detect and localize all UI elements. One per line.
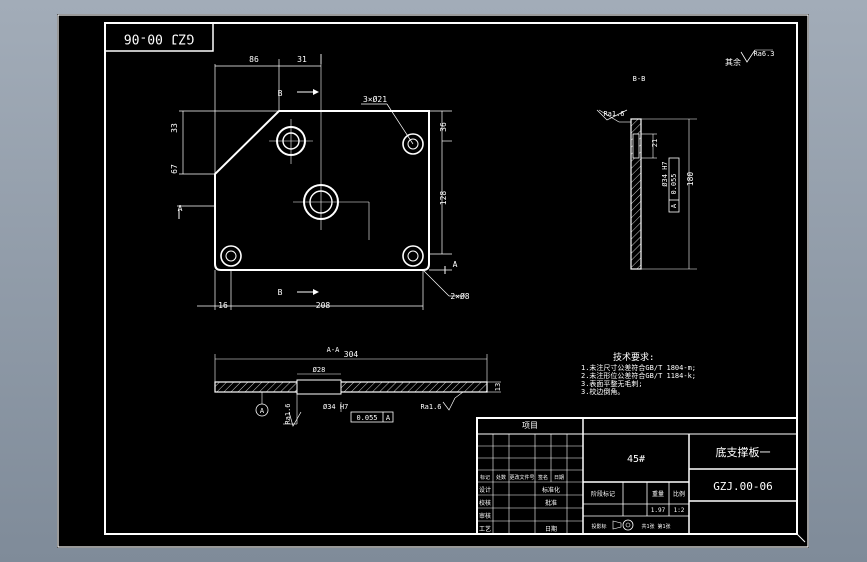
- bb-dim-21: 21: [651, 139, 659, 147]
- tb-part-code: GZJ.00-06: [713, 480, 773, 493]
- tb-col-file: 更改文件号: [509, 474, 534, 481]
- tb-col-sign: 签名: [538, 474, 548, 481]
- dim-67: 67: [170, 164, 179, 174]
- tech-req-line-4: 3.校边倒角。: [581, 387, 624, 396]
- drawing-sheet: GZJ 00-06: [57, 14, 809, 548]
- dimension-lines: [177, 54, 465, 310]
- tb-std: 标准化: [542, 486, 560, 494]
- surface-note-value: Ra6.3: [753, 50, 774, 58]
- corner-tick: [796, 533, 806, 543]
- tech-req-line-1: 1.未注尺寸公差符合GB/T 1804-m;: [581, 363, 696, 372]
- tb-col-mark: 标记: [480, 474, 490, 481]
- roughness-symbol: [740, 49, 756, 63]
- tb-stage: 阶段标记: [591, 490, 615, 498]
- bb-section-body: [630, 118, 642, 270]
- aa-circle-label: A: [260, 407, 265, 415]
- dim-36: 36: [439, 122, 448, 132]
- hole-bottom-right-inner: [407, 250, 419, 262]
- code-stamp: GZJ 00-06: [124, 31, 194, 46]
- aa-dim-13: 13: [494, 383, 502, 391]
- dim-128: 128: [439, 191, 448, 206]
- hole-bottom-right: [402, 245, 424, 267]
- aa-section-body: [214, 381, 488, 393]
- bb-hole: [632, 133, 640, 159]
- section-mark-b-top: B: [278, 89, 283, 98]
- tb-weight-label: 重量: [652, 490, 664, 498]
- bb-datum: A: [670, 203, 678, 208]
- tb-material: 45#: [627, 454, 645, 465]
- hole-bottom-left-inner: [225, 250, 237, 262]
- tech-req-line-2: 2.未注形位公差符合GB/T 1184-k;: [581, 371, 696, 380]
- tb-approve: 批准: [545, 499, 557, 507]
- section-mark-a-right: A: [453, 260, 458, 269]
- bb-dim-180: 180: [686, 172, 695, 187]
- tb-row-process: 工艺: [479, 525, 491, 533]
- bb-roughness: Ra1.6: [603, 110, 624, 118]
- tb-projection: 投影标: [591, 523, 606, 530]
- aa-roughness-right: Ra1.6: [420, 403, 441, 411]
- dim-208: 208: [316, 301, 331, 310]
- aa-tol: 0.055: [356, 414, 377, 422]
- tb-project: 项目: [522, 421, 538, 430]
- tb-row-check: 校核: [479, 499, 491, 507]
- tb-scale: 1:2: [674, 507, 685, 514]
- code-stamp-box: [104, 22, 214, 52]
- section-mark-a-left: A: [178, 204, 183, 213]
- dim-33: 33: [170, 123, 179, 133]
- tech-requirements: 技术要求: 1.未注尺寸公差符合GB/T 1804-m; 2.未注形位公差符合G…: [581, 351, 696, 396]
- aa-roughness-left: Ra1.6: [284, 403, 292, 424]
- section-mark-b-bottom: B: [278, 288, 283, 297]
- tb-part-name: 底支撑板一: [716, 445, 771, 459]
- bb-tol: 0.055: [670, 173, 678, 194]
- tech-req-line-3: 3.表面平整无毛刺;: [581, 379, 643, 388]
- tb-weight: 1.97: [651, 507, 666, 514]
- tb-row-design: 设计: [479, 486, 491, 494]
- section-bb-label: B-B: [633, 75, 646, 83]
- surface-note: 其余: [725, 57, 741, 67]
- plate-outline: [214, 110, 430, 271]
- hole-bottom-left: [220, 245, 242, 267]
- cad-drawing: GZJ 00-06: [57, 14, 809, 548]
- hole-top-right: [402, 133, 424, 155]
- aa-datum: A: [386, 414, 391, 422]
- outer-border: [57, 14, 809, 548]
- dim-86: 86: [249, 55, 259, 64]
- aa-tolerance-frame: [350, 411, 394, 423]
- section-bb: B-B Ra1.6 21 180 Ø34 H7 0.055 A: [596, 75, 697, 270]
- hole-top-right-inner: [407, 138, 419, 150]
- dim-16: 16: [218, 301, 228, 310]
- projection-icon: [612, 519, 634, 531]
- dim-31: 31: [297, 55, 307, 64]
- tech-req-title: 技术要求:: [613, 351, 654, 363]
- aa-dim-304: 304: [344, 350, 359, 359]
- aa-center-bore: [296, 379, 342, 395]
- title-block: 项目 45# 底支撑板一 GZJ.00-06 标记 处数 更改文件号 签名 日期…: [476, 417, 798, 535]
- dim-holes: 3×Ø21: [363, 94, 387, 104]
- front-view: 86 31 33 67 36 128 16 208 3×Ø21 2×Ø8 B B…: [170, 54, 470, 310]
- dim-chamfer: 2×Ø8: [450, 291, 469, 301]
- tb-col-date: 日期: [554, 475, 564, 481]
- section-aa: A-A 304 Ø28 13 Ra1.6 Ø34 H7 0.055 A A Ra…: [214, 346, 502, 427]
- aa-dim-28: Ø28: [313, 366, 326, 374]
- bb-tolerance-frame: [668, 157, 680, 213]
- section-aa-label: A-A: [327, 346, 340, 354]
- bb-fit: Ø34 H7: [661, 161, 669, 186]
- center-lines: [269, 54, 370, 240]
- tb-row-review: 审核: [479, 512, 491, 520]
- tb-col-count: 处数: [496, 474, 506, 481]
- tb-date: 日期: [545, 525, 557, 533]
- inner-frame: [104, 22, 798, 535]
- aa-fit: Ø34 H7: [323, 403, 348, 411]
- tb-sheet-info: 共1张 第1张: [641, 523, 670, 530]
- tb-scale-label: 比例: [673, 490, 685, 498]
